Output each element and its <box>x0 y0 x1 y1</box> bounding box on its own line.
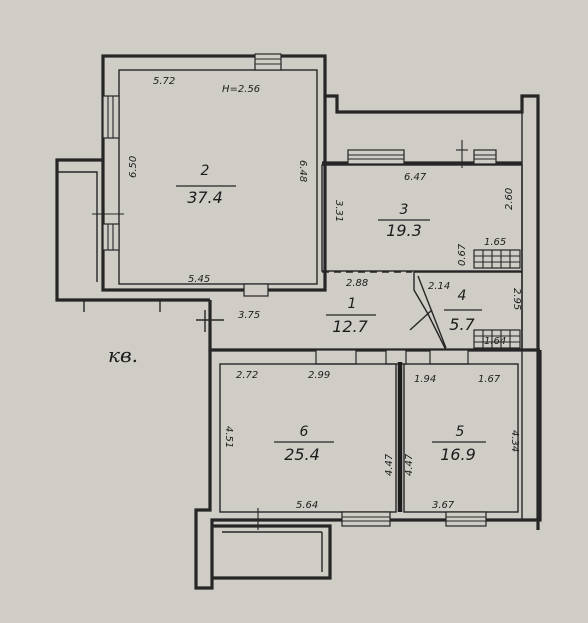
room-3-area: 19.3 <box>386 221 422 240</box>
dim-r6-top-left: 2.72 <box>236 370 258 381</box>
dim-r2-bottom: 5.45 <box>188 274 210 285</box>
room-3-number: 3 <box>400 202 409 218</box>
dim-r5-bottom: 3.67 <box>432 500 455 511</box>
dim-r5-right: 4.34 <box>509 430 520 452</box>
window-room2-top <box>254 53 282 71</box>
window-room3 <box>347 140 497 168</box>
dim-r3-small-h: 1.65 <box>484 237 506 248</box>
lower-balcony-walls <box>212 524 332 580</box>
dim-r3-small-v: 0.67 <box>457 243 468 266</box>
dim-r5-left: 4.47 <box>404 453 415 476</box>
left-bay-walls <box>55 158 210 312</box>
dim-r5-top-right: 1.67 <box>478 374 501 385</box>
dim-r3-right: 2.60 <box>504 188 515 210</box>
vent-grille-room3 <box>473 249 521 269</box>
dim-r4-top: 2.14 <box>428 281 450 292</box>
dim-ceiling-height: H=2.56 <box>222 84 260 95</box>
room-4-number: 4 <box>458 288 467 304</box>
dim-r4-right: 2.95 <box>511 288 522 310</box>
dim-r4-bottom: 1.64 <box>484 336 506 347</box>
dim-r2-right: 6.48 <box>297 160 308 182</box>
window-room2-left <box>102 95 120 139</box>
dim-r2-left: 6.50 <box>128 156 139 178</box>
room-1-area: 12.7 <box>332 317 368 336</box>
window-room2-bottom <box>243 283 269 297</box>
dim-r3-left: 3.31 <box>333 200 344 222</box>
room-1-number: 1 <box>348 296 357 312</box>
dim-r3-top: 6.47 <box>404 172 427 183</box>
room-6-area: 25.4 <box>284 445 320 464</box>
dim-r6-bottom: 5.64 <box>296 500 318 511</box>
room-4-area: 5.7 <box>449 315 475 334</box>
vent-grille-room4 <box>473 329 521 349</box>
dim-r2-top: 5.72 <box>153 76 175 87</box>
room-5-number: 5 <box>456 424 465 440</box>
dim-r1-left: 3.75 <box>238 310 260 321</box>
dim-r6-right: 4.47 <box>384 453 395 476</box>
window-room2-left-lower <box>92 206 124 251</box>
apartment-label: кв. <box>108 343 138 367</box>
dim-r5-top-left: 1.94 <box>414 374 436 385</box>
room-6-number: 6 <box>300 424 309 440</box>
dim-r6-top-right: 2.99 <box>308 370 330 381</box>
room-2-area: 37.4 <box>187 188 223 207</box>
room-5-area: 16.9 <box>440 445 476 464</box>
dim-r6-left: 4.51 <box>223 426 234 448</box>
lower-windows <box>257 508 487 530</box>
room-2-number: 2 <box>201 163 210 179</box>
dim-r1-top: 2.88 <box>346 278 368 289</box>
room-2-walls <box>101 54 327 292</box>
